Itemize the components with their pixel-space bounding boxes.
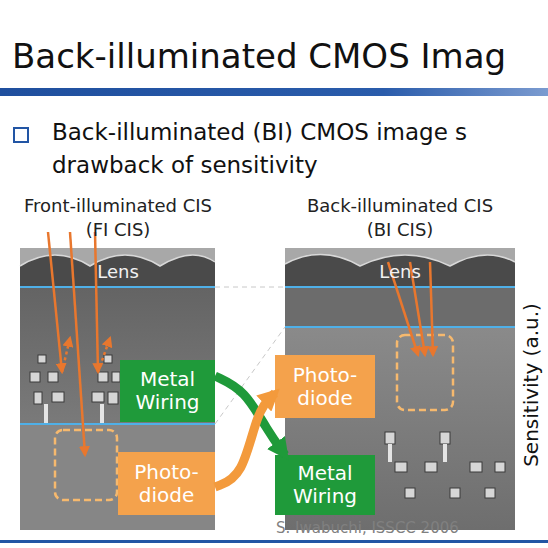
source-citation: S. Iwabuchi, ISSCC 2006 bbox=[276, 519, 459, 537]
panel-heading: Back-illuminated CIS (BI CIS) bbox=[300, 194, 500, 243]
interface-line bbox=[20, 423, 215, 425]
photodiode-box: Photo- diode bbox=[275, 355, 375, 418]
guide-line bbox=[215, 287, 285, 288]
filter-layer bbox=[285, 288, 515, 327]
title-bar bbox=[0, 88, 548, 96]
cross-section-panel: Back-illuminated CIS (BI CIS)LensPhoto- … bbox=[280, 192, 518, 530]
bullet-text: Back-illuminated (BI) CMOS image s drawb… bbox=[52, 116, 542, 183]
contact-plugs bbox=[388, 444, 447, 462]
metal-wiring-box: Metal Wiring bbox=[120, 360, 215, 422]
metal-wiring-box: Metal Wiring bbox=[275, 455, 375, 515]
metal-lines bbox=[385, 432, 505, 498]
silicon-layer bbox=[20, 425, 215, 530]
footer-bar bbox=[0, 540, 548, 543]
box-text: Photo- diode bbox=[275, 364, 375, 410]
interface-line bbox=[20, 286, 215, 288]
axis-label: Sensitivity (a.u.) bbox=[519, 303, 543, 467]
transfer-arrow bbox=[215, 376, 285, 455]
box-text: Metal Wiring bbox=[275, 462, 375, 508]
photodiode-region bbox=[55, 430, 117, 500]
cross-section-panel: Front-illuminated CIS (FI CIS) LensMetal … bbox=[15, 192, 220, 530]
interface-line bbox=[285, 286, 515, 288]
box-text: Photo- diode bbox=[118, 461, 215, 507]
fi-cross-section bbox=[20, 232, 215, 530]
slide-title: Back-illuminated CMOS Imag bbox=[12, 36, 506, 76]
interface-line bbox=[285, 326, 515, 328]
lens-label: Lens bbox=[350, 260, 450, 284]
sem-background bbox=[20, 248, 215, 530]
photodiode-box: Photo- diode bbox=[118, 452, 215, 515]
metal-lines bbox=[30, 355, 120, 404]
photodiode-region bbox=[397, 335, 453, 410]
lens-label: Lens bbox=[68, 260, 168, 284]
bullet-square bbox=[14, 128, 28, 142]
lens-layer bbox=[285, 248, 515, 288]
wiring-layer bbox=[20, 288, 215, 424]
contact-plugs bbox=[44, 404, 104, 424]
transfer-arrow bbox=[215, 393, 275, 487]
panel-heading: Front-illuminated CIS (FI CIS) bbox=[18, 194, 218, 243]
box-text: Metal Wiring bbox=[120, 368, 215, 414]
